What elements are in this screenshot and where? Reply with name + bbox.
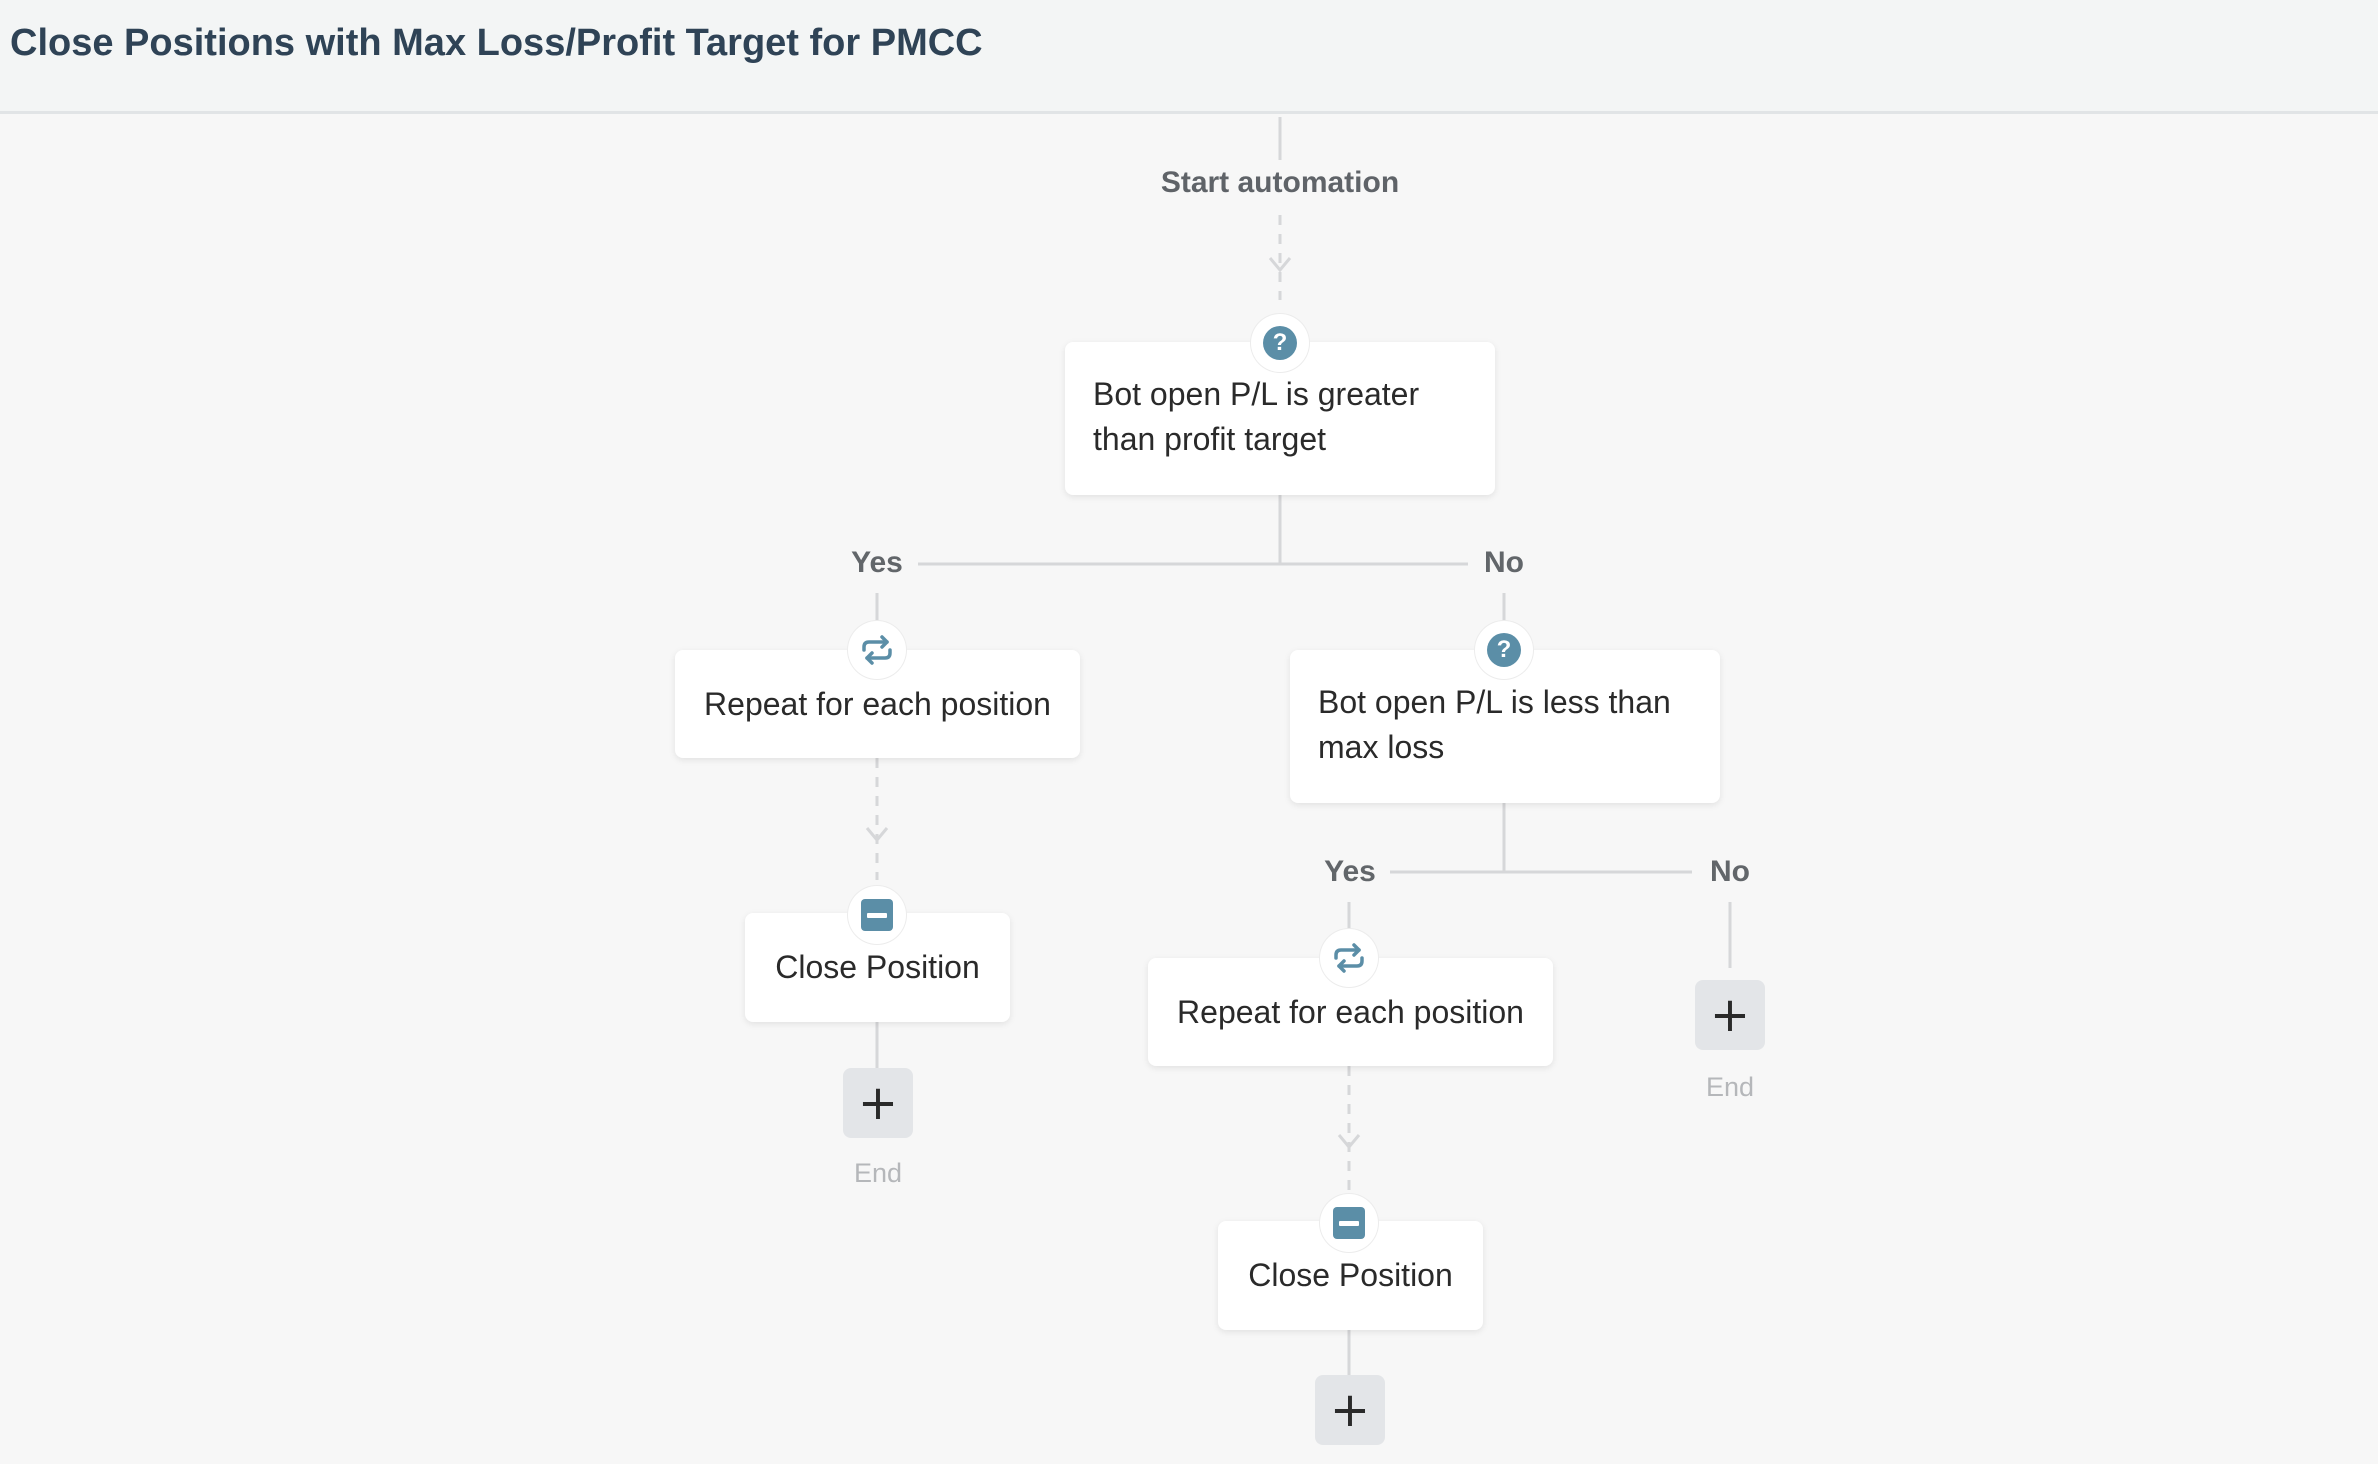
- condition-card-max-loss[interactable]: Bot open P/L is less than max loss: [1290, 650, 1720, 803]
- repeat-icon: [1334, 943, 1364, 973]
- condition-node-icon: ?: [1251, 314, 1309, 372]
- repeat-node-icon: [1320, 929, 1378, 987]
- close-position-label: Close Position: [775, 949, 980, 985]
- start-automation-label: Start automation: [1080, 166, 1480, 200]
- page-header: Close Positions with Max Loss/Profit Tar…: [0, 0, 2378, 114]
- repeat-icon: [862, 635, 892, 665]
- end-label: End: [853, 1158, 903, 1188]
- condition-node-icon: ?: [1475, 621, 1533, 679]
- close-position-label: Close Position: [1248, 1257, 1453, 1293]
- page-title: Close Positions with Max Loss/Profit Tar…: [10, 22, 983, 64]
- add-step-button[interactable]: +: [1695, 980, 1765, 1050]
- condition-card-profit-target[interactable]: Bot open P/L is greater than profit targ…: [1065, 342, 1495, 495]
- plus-icon: +: [1709, 987, 1751, 1043]
- repeat-card-right[interactable]: Repeat for each position: [1148, 958, 1553, 1066]
- plus-icon: +: [857, 1075, 899, 1131]
- question-icon: ?: [1487, 633, 1521, 667]
- condition-label: Bot open P/L is less than max loss: [1318, 684, 1671, 765]
- repeat-label: Repeat for each position: [704, 685, 1051, 722]
- close-position-card-left[interactable]: Close Position: [745, 913, 1010, 1022]
- minus-square-icon: [861, 899, 893, 931]
- question-icon: ?: [1263, 326, 1297, 360]
- minus-square-icon: [1333, 1207, 1365, 1239]
- end-label: End: [1705, 1072, 1755, 1102]
- repeat-label: Repeat for each position: [1177, 993, 1524, 1030]
- condition-label: Bot open P/L is greater than profit targ…: [1093, 376, 1420, 457]
- repeat-card-left[interactable]: Repeat for each position: [675, 650, 1080, 758]
- close-node-icon: [1320, 1194, 1378, 1252]
- branch-yes-label: Yes: [1324, 855, 1376, 888]
- close-node-icon: [848, 886, 906, 944]
- branch-no-label: No: [1484, 546, 1524, 579]
- plus-icon: +: [1329, 1382, 1371, 1438]
- repeat-node-icon: [848, 621, 906, 679]
- add-step-button[interactable]: +: [843, 1068, 913, 1138]
- add-step-button[interactable]: +: [1315, 1375, 1385, 1445]
- branch-yes-label: Yes: [851, 546, 903, 579]
- branch-no-label: No: [1710, 855, 1750, 888]
